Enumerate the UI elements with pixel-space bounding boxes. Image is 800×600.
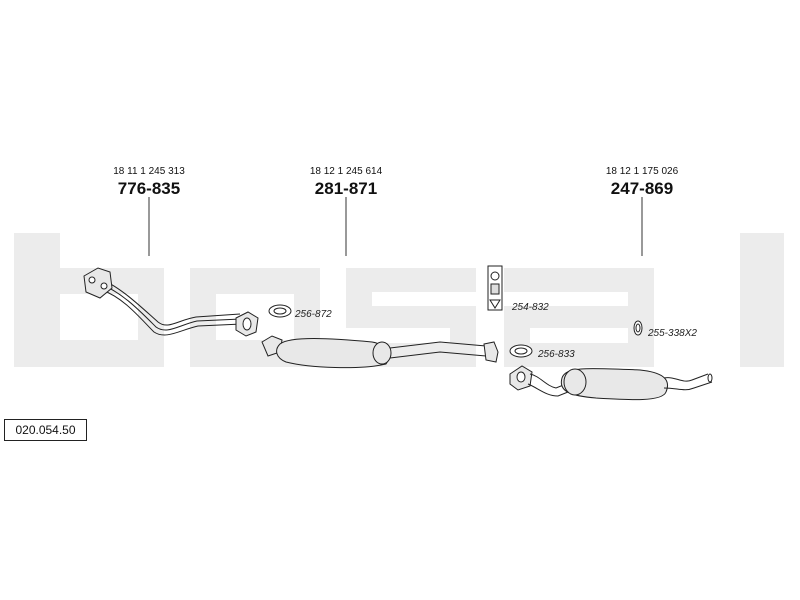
gasket-256-872: 256-872 — [268, 304, 332, 320]
part-label-3: 18 12 1 175 026 247-869 — [606, 166, 679, 256]
accessory-label: 255-338X2 — [647, 328, 697, 339]
reference-number-box: 020.054.50 — [4, 419, 87, 441]
reference-number: 020.054.50 — [15, 423, 76, 437]
hanger-254-832: 254-832 — [487, 265, 549, 313]
rear-silencer-part — [509, 365, 713, 401]
accessory-label: 256-833 — [537, 349, 575, 360]
accessory-label: 254-832 — [511, 302, 549, 313]
front-pipe-part — [83, 267, 259, 337]
oem-number: 18 11 1 245 313 — [113, 166, 185, 177]
part-label-2: 18 12 1 245 614 281-871 — [310, 166, 383, 256]
oem-number: 18 12 1 175 026 — [606, 166, 679, 177]
part-number: 281-871 — [315, 179, 377, 198]
part-number: 247-869 — [611, 179, 673, 198]
part-label-1: 18 11 1 245 313 776-835 — [113, 166, 185, 256]
part-number: 776-835 — [118, 179, 180, 198]
oem-number: 18 12 1 245 614 — [310, 166, 383, 177]
middle-silencer-part — [261, 335, 499, 369]
accessory-label: 256-872 — [294, 309, 332, 320]
clamp-255-338: 255-338X2 — [633, 320, 697, 339]
gasket-256-833: 256-833 — [509, 344, 575, 360]
